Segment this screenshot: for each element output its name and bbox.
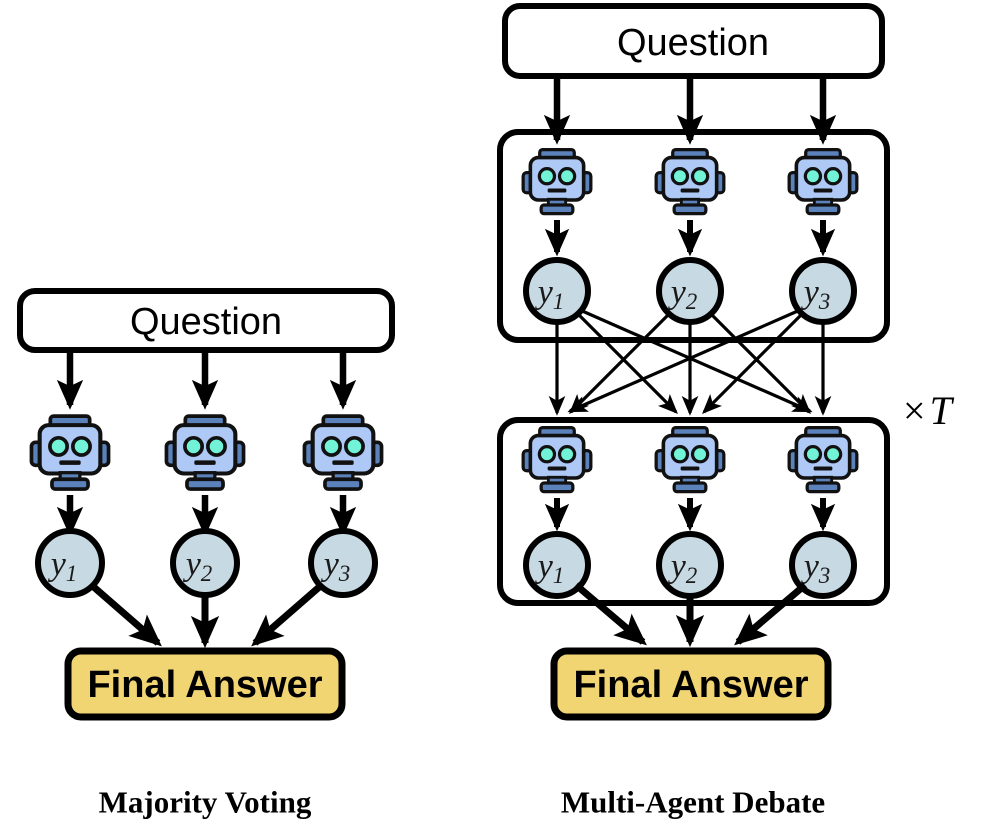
link-y2-to-agent1 [569, 312, 671, 414]
robot-icon[interactable] [521, 147, 593, 216]
final-answer-label: Final Answer [573, 664, 808, 706]
panel-caption-majority-voting: Majority Voting [99, 785, 312, 820]
answer-node-circle [35, 528, 105, 598]
robot-icon[interactable] [304, 416, 381, 489]
final-answer-label: Final Answer [87, 664, 322, 706]
answer-node-text: y2 [183, 546, 213, 586]
debate-cross-links [548, 308, 832, 416]
answer-node-text: y3 [801, 548, 831, 588]
final-answer-box-majority[interactable]: Final Answer [64, 647, 346, 721]
question-box-debate[interactable]: Question [502, 3, 885, 79]
link-y1-to-agent2 [576, 312, 678, 414]
question-to-agents-arrows [56, 352, 357, 410]
agent-to-answer-arrows [56, 495, 357, 537]
repeat-annotation: ×T [903, 388, 955, 433]
link-y2-to-agent3 [709, 312, 811, 414]
question-box-shape [502, 3, 885, 79]
answer-node-circle [656, 257, 724, 325]
answer-node-text: y1 [535, 274, 565, 314]
robot-icon[interactable] [31, 416, 108, 489]
question-label: Question [130, 301, 282, 343]
panel-caption-multi-agent-debate: Multi-Agent Debate [561, 785, 825, 820]
answer-node[interactable]: y1 [35, 528, 105, 598]
answer-node-text: y2 [668, 274, 698, 314]
final-answer-shape [64, 647, 346, 721]
answer-node-circle [523, 257, 591, 325]
answer-node[interactable]: y3 [789, 531, 857, 599]
debate-round-1: y1 y2 y3 [497, 129, 890, 343]
answer-node[interactable]: y3 [789, 257, 857, 325]
round2-to-final-arrows [573, 582, 808, 648]
arrow-answer-final-1 [85, 579, 162, 647]
question-box-shape [17, 288, 395, 353]
arrow-final-3 [734, 582, 808, 646]
arrow-answer-final-3 [251, 579, 328, 647]
answer-nodes-majority: y1 y2 y3 [35, 528, 378, 598]
panel-majority-voting: Question [17, 288, 395, 820]
link-y3-to-agent2 [702, 312, 804, 414]
final-answer-shape [550, 647, 832, 721]
answer-node-text: y3 [801, 274, 831, 314]
panel-multi-agent-debate: Question [497, 3, 955, 820]
answer-node[interactable]: y2 [656, 531, 724, 599]
answer-node-text: y3 [321, 546, 351, 586]
final-answer-box-debate[interactable]: Final Answer [550, 647, 832, 721]
answer-node[interactable]: y1 [523, 531, 591, 599]
answer-node[interactable]: y2 [656, 257, 724, 325]
answer-node-circle [308, 528, 378, 598]
question-label: Question [617, 22, 769, 64]
robot-icon[interactable] [787, 147, 859, 216]
answer-node-circle [170, 528, 240, 598]
answer-node[interactable]: y3 [308, 528, 378, 598]
robot-icon[interactable] [166, 416, 243, 489]
answer-node-text: y1 [535, 548, 565, 588]
answer-node-circle [789, 531, 857, 599]
link-y1-to-agent3 [579, 308, 813, 413]
answer-node[interactable]: y2 [170, 528, 240, 598]
answer-node-circle [523, 531, 591, 599]
answer-node-text: y2 [668, 548, 698, 588]
answer-to-final-arrows [85, 579, 328, 649]
answer-node[interactable]: y1 [523, 257, 591, 325]
agents-row-majority [31, 416, 381, 489]
answer-node-text: y1 [48, 546, 78, 586]
arrow-final-1 [573, 582, 647, 646]
link-y3-to-agent1 [567, 308, 801, 413]
question-box-majority[interactable]: Question [17, 288, 395, 353]
answer-node-circle [789, 257, 857, 325]
robot-icon[interactable] [654, 147, 726, 216]
round-1-container [497, 129, 890, 343]
debate-round-2: y1 y2 y3 [497, 417, 890, 606]
